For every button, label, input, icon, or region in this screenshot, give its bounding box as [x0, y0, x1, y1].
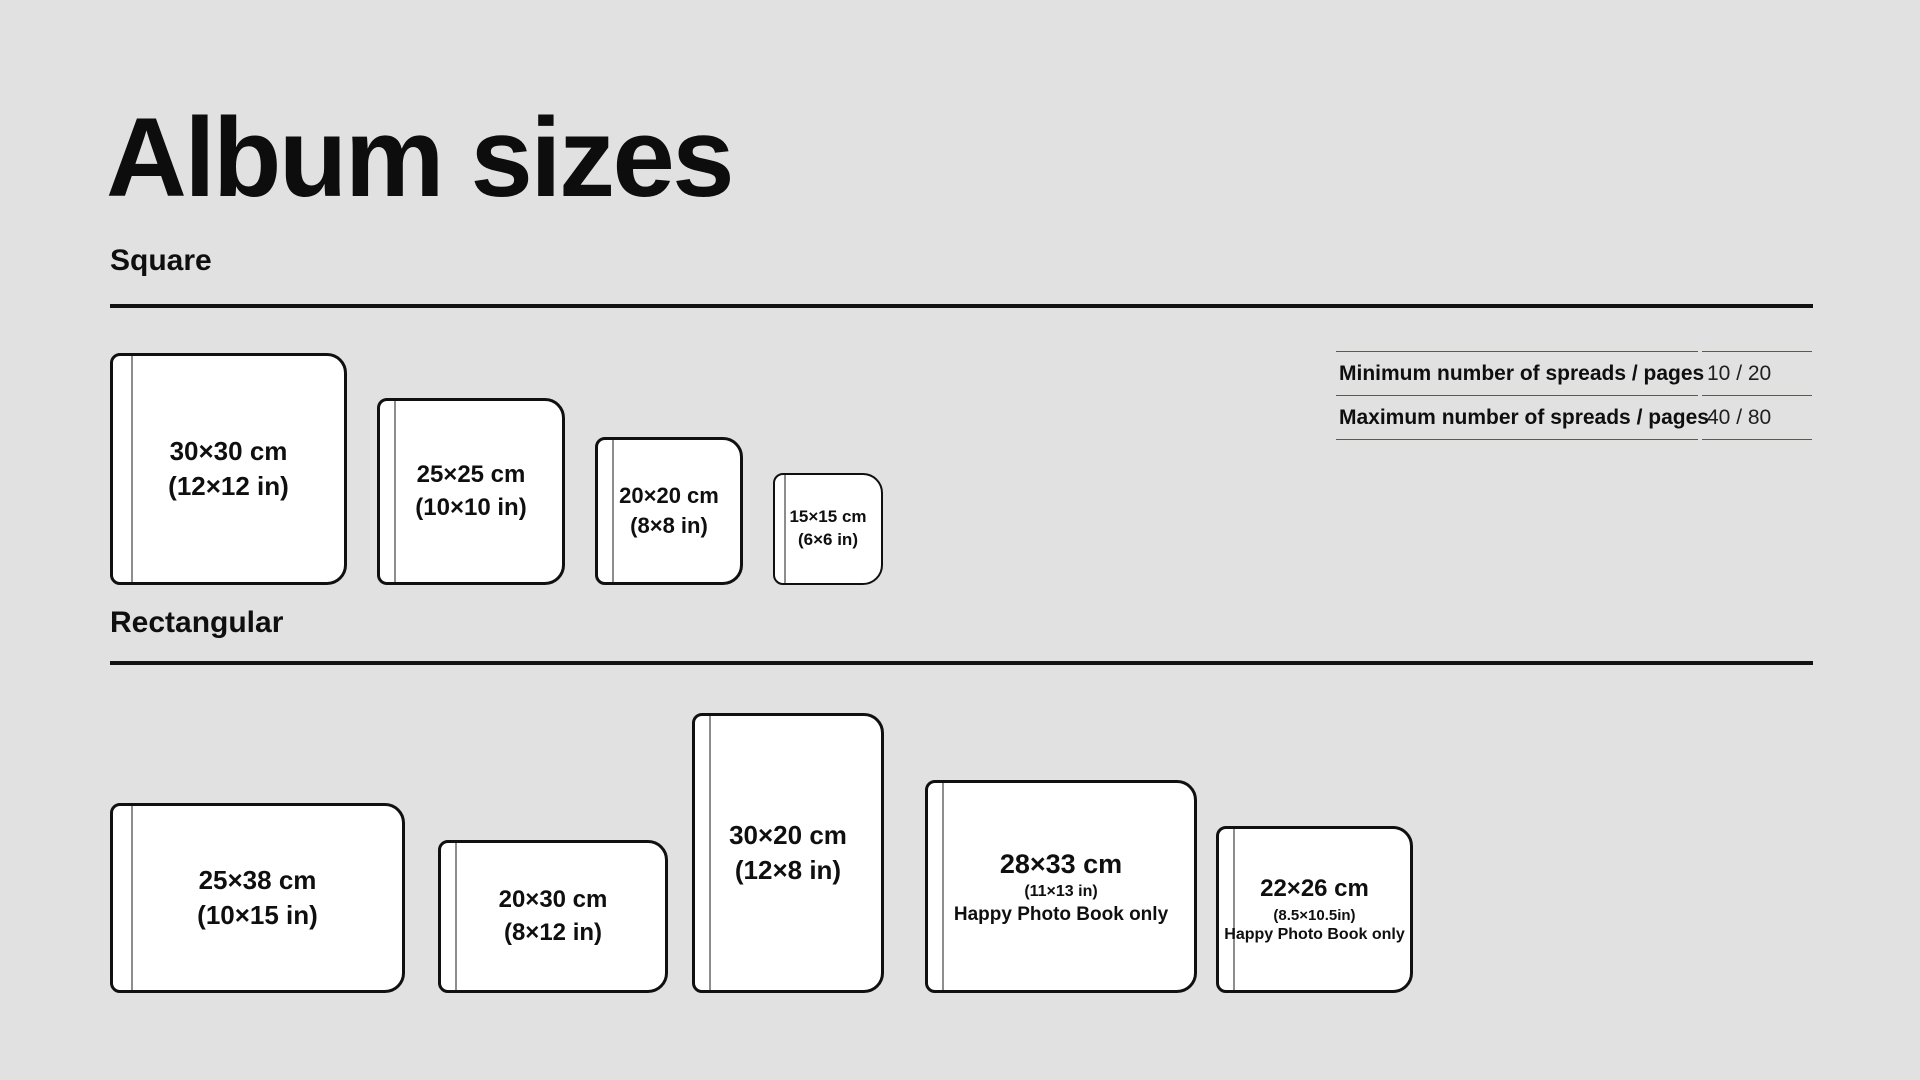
book-spine-line	[394, 401, 396, 582]
card-size-cm: 30×30 cm	[169, 435, 288, 466]
rectangular-albums-row: 25×38 cm (10×15 in) 20×30 cm (8×12 in) 3…	[110, 713, 1413, 993]
card-size-cm: 25×25 cm	[416, 461, 526, 489]
section-divider-square	[110, 304, 1813, 308]
book-spine-line	[784, 475, 786, 583]
section-heading-rectangular: Rectangular	[110, 606, 284, 639]
card-size-in: (12×8 in)	[734, 855, 842, 885]
card-size-in: (8.5×10.5in)	[1273, 906, 1356, 924]
book-spine-line	[612, 440, 614, 582]
album-card-30x30cm: 30×30 cm (12×12 in)	[110, 353, 347, 585]
album-card-25x25cm: 25×25 cm (10×10 in)	[377, 398, 565, 585]
table-max-label: Maximum number of spreads / pages	[1336, 395, 1709, 439]
card-size-cm: 28×33 cm	[999, 848, 1123, 879]
book-spine-line	[709, 716, 711, 990]
square-albums-row: 30×30 cm (12×12 in) 25×25 cm (10×10 in) …	[110, 353, 883, 585]
album-card-22x26cm: 22×26 cm (8.5×10.5in) Happy Photo Book o…	[1216, 826, 1413, 993]
book-spine-line	[131, 806, 133, 990]
card-size-in: (8×8 in)	[630, 513, 708, 538]
spreads-pages-table: Minimum number of spreads / pages 10 / 2…	[1336, 351, 1812, 440]
table-bottom-border	[1336, 439, 1698, 440]
card-size-cm: 22×26 cm	[1260, 875, 1369, 903]
card-note: Happy Photo Book only	[1224, 926, 1405, 944]
card-size-cm: 20×30 cm	[498, 886, 608, 914]
book-spine-line	[942, 783, 944, 990]
book-spine-line	[455, 843, 457, 990]
card-size-in: (6×6 in)	[797, 530, 858, 549]
section-divider-rectangular	[110, 661, 1813, 665]
table-min-value: 10 / 20	[1702, 351, 1812, 395]
album-card-20x30cm: 20×30 cm (8×12 in)	[438, 840, 668, 993]
album-card-30x20cm: 30×20 cm (12×8 in)	[692, 713, 884, 993]
card-size-in: (10×15 in)	[197, 900, 318, 930]
book-spine-line	[131, 356, 133, 582]
album-card-25x38cm: 25×38 cm (10×15 in)	[110, 803, 405, 993]
card-note: Happy Photo Book only	[953, 903, 1169, 925]
album-card-28x33cm: 28×33 cm (11×13 in) Happy Photo Book onl…	[925, 780, 1197, 993]
card-size-in: (12×12 in)	[168, 471, 289, 501]
card-size-in: (10×10 in)	[415, 493, 527, 521]
card-size-in: (11×13 in)	[1024, 882, 1098, 900]
table-min-label: Minimum number of spreads / pages	[1336, 351, 1704, 395]
card-size-in: (8×12 in)	[503, 918, 603, 946]
table-max-value: 40 / 80	[1702, 395, 1812, 439]
card-size-cm: 25×38 cm	[198, 864, 317, 895]
card-size-cm: 20×20 cm	[619, 483, 719, 509]
table-bottom-border	[1702, 439, 1812, 440]
card-size-cm: 15×15 cm	[789, 507, 867, 527]
book-spine-line	[1233, 829, 1235, 990]
album-card-15x15cm: 15×15 cm (6×6 in)	[773, 473, 883, 585]
page-title: Album sizes	[106, 95, 735, 220]
section-heading-square: Square	[110, 244, 212, 277]
card-size-cm: 30×20 cm	[729, 819, 847, 850]
album-card-20x20cm: 20×20 cm (8×8 in)	[595, 437, 743, 585]
